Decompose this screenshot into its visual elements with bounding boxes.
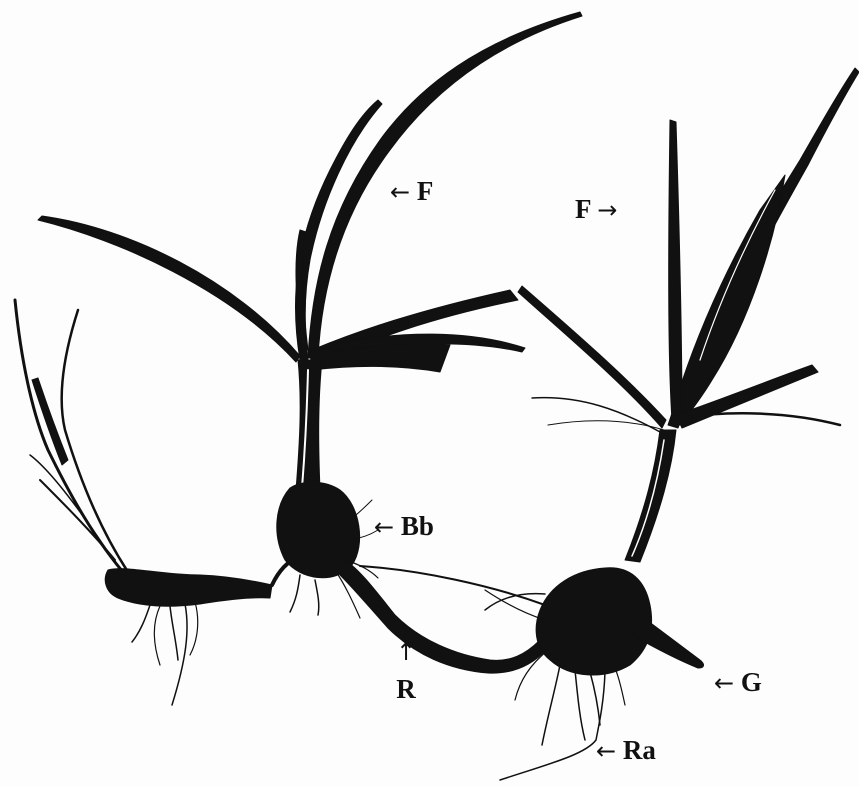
label-text: F [575,194,591,224]
middle-leaves [38,12,582,372]
left-bulb [105,569,272,705]
label-bulb: ← Bb [374,513,434,540]
right-stem [625,430,676,562]
label-text: Ra [623,735,656,765]
right-bulb [485,568,704,780]
arrow-left-icon: ← [390,178,410,206]
label-text: R [394,676,418,703]
left-shoot [15,300,130,578]
right-leaves [518,68,859,432]
label-text: G [741,667,762,697]
label-text: Bb [401,511,434,541]
arrow-left-icon: ← [596,737,616,765]
arrow-left-icon: ← [714,669,734,697]
arrow-right-icon: → [597,196,617,224]
label-roots: ← Ra [596,737,656,764]
rhizome [340,560,546,673]
label-growth-tip: ← G [714,669,762,696]
arrow-up-icon: ↑ [394,640,418,664]
label-leaves-left: ← F [390,178,433,205]
label-rhizome: ↑ R [394,640,418,703]
label-text: F [417,176,434,206]
middle-stem [296,360,322,490]
label-leaves-right: F → [575,196,617,223]
arrow-left-icon: ← [374,513,394,541]
